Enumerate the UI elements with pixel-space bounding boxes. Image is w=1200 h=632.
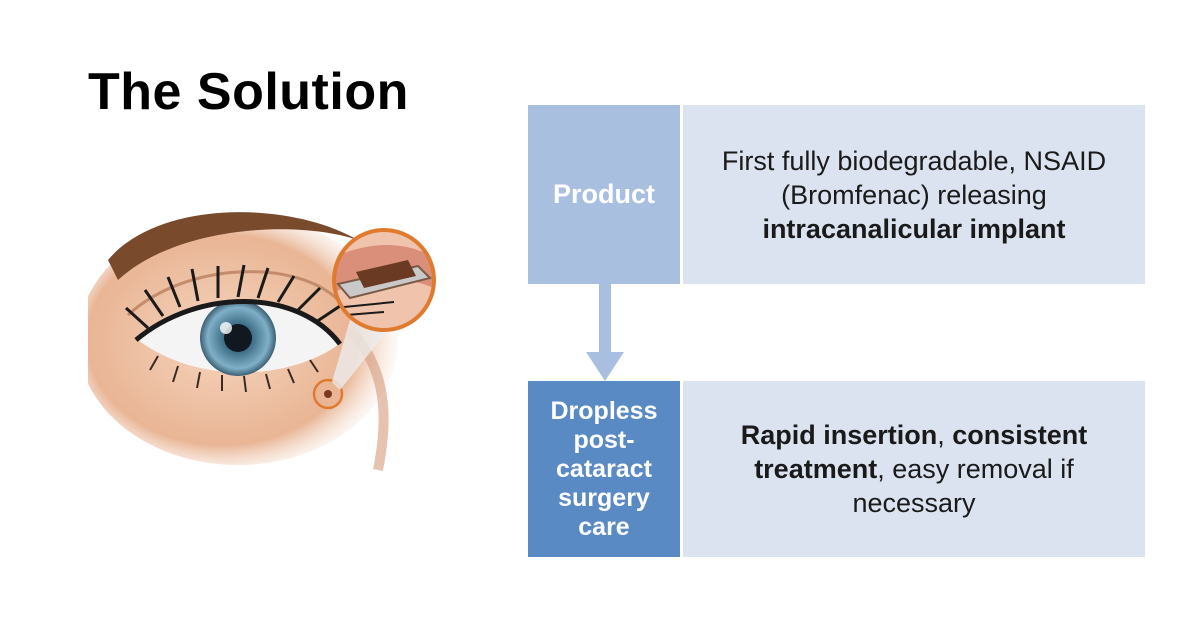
product-label: Product bbox=[528, 105, 680, 284]
dropless-care-label: Dropless post- cataract surgery care bbox=[528, 381, 680, 557]
canaliculus-magnified-view bbox=[334, 230, 434, 330]
label-line: Dropless bbox=[550, 396, 658, 425]
eyelid-crease bbox=[126, 270, 340, 317]
dropless-care-description: Rapid insertion, consistent treatment, e… bbox=[683, 381, 1145, 557]
benefit-separator: , bbox=[937, 420, 953, 450]
label-line: care bbox=[578, 512, 630, 541]
product-desc-line3: intracanalicular implant bbox=[762, 213, 1066, 244]
product-label-text: Product bbox=[552, 179, 655, 209]
label-line: post- bbox=[573, 425, 635, 454]
upper-lash-line bbox=[134, 299, 342, 346]
label-line: cataract bbox=[556, 454, 652, 483]
lower-lashes bbox=[149, 355, 319, 393]
benefit-easy-removal: , easy removal if necessary bbox=[852, 454, 1074, 518]
upper-lashes bbox=[124, 264, 341, 330]
label-line: surgery bbox=[558, 483, 650, 512]
eye-highlight bbox=[220, 322, 232, 334]
down-arrow-icon bbox=[586, 284, 624, 381]
product-desc-line2: (Bromfenac) releasing bbox=[781, 179, 1047, 210]
eyebrow-shape bbox=[108, 212, 358, 280]
eye-implant-illustration bbox=[88, 212, 436, 471]
callout-connector bbox=[332, 320, 388, 390]
punctum-marker bbox=[324, 390, 332, 398]
benefit-consistent-treatment: consistent treatment bbox=[754, 420, 1088, 484]
product-description: First fully biodegradable, NSAID (Bromfe… bbox=[683, 105, 1145, 284]
callout-ring-large bbox=[332, 228, 436, 332]
page-title: The Solution bbox=[88, 63, 409, 121]
product-desc-line1: First fully biodegradable, NSAID bbox=[721, 145, 1107, 176]
benefit-rapid-insertion: Rapid insertion bbox=[740, 420, 938, 450]
